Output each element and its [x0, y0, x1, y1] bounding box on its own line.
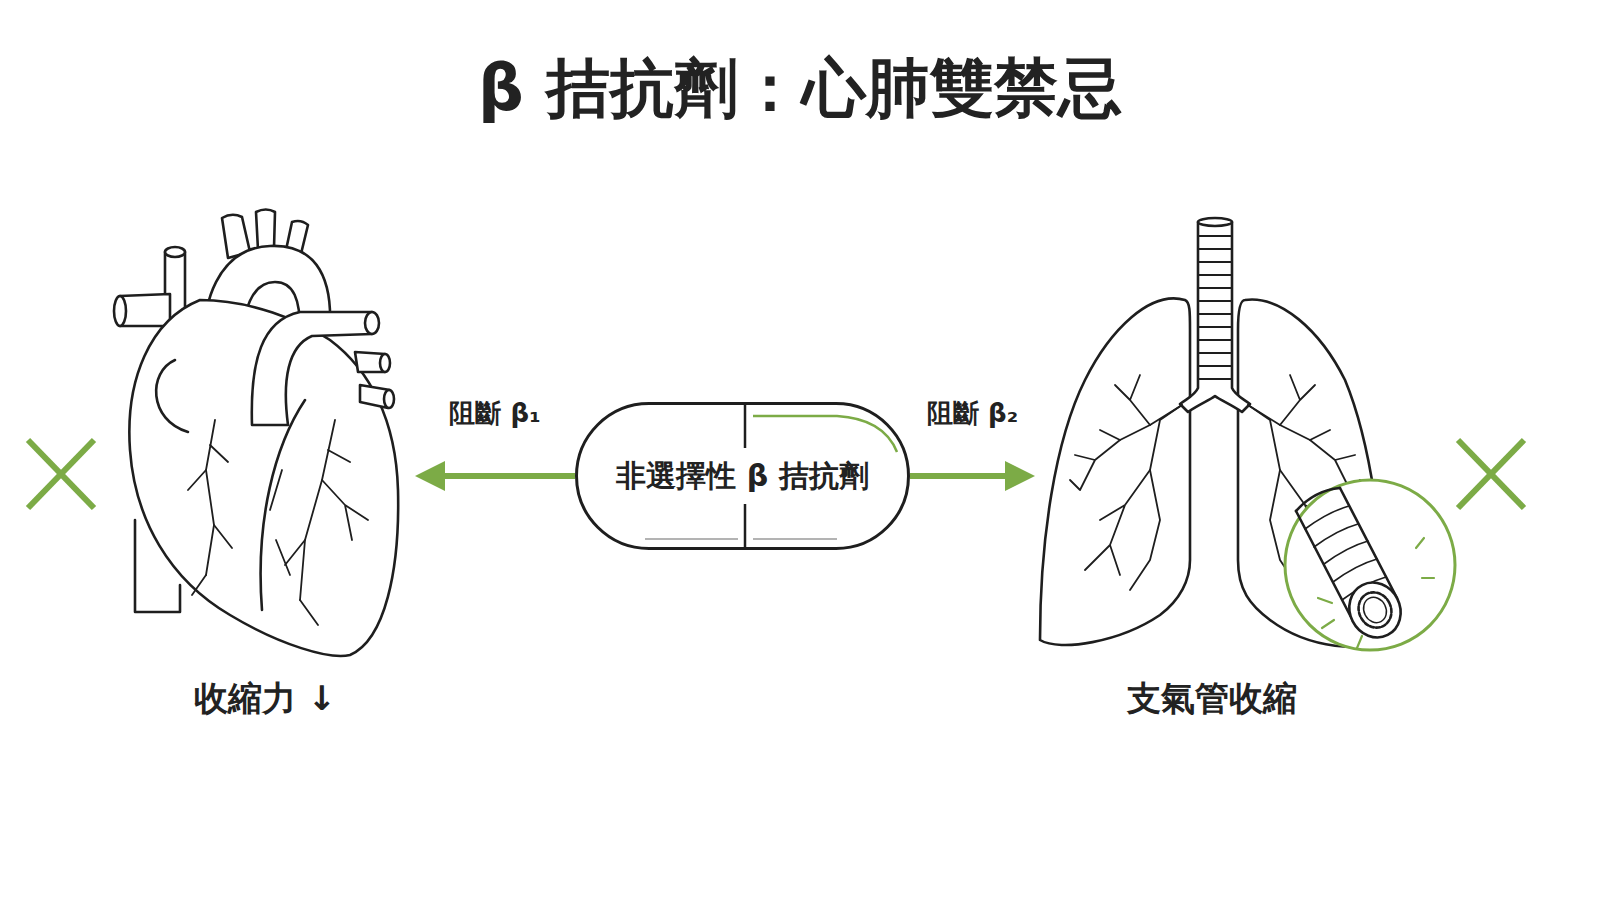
lungs-illustration	[1180, 222, 1250, 412]
heart-illustration	[256, 210, 275, 251]
coronary-vessel	[300, 420, 335, 600]
bronchial-tree	[1115, 375, 1150, 425]
bronchial-tree	[1248, 405, 1330, 440]
diagram-title: β 拮抗劑：心肺雙禁忌	[0, 50, 1600, 127]
lungs-illustration	[1198, 218, 1232, 226]
heart-illustration	[252, 312, 372, 425]
magnifier-callout	[1318, 538, 1434, 648]
magnifier-callout	[1285, 480, 1455, 650]
magnifier-callout	[1353, 587, 1398, 634]
heart-illustration	[129, 300, 398, 656]
bronchial-tree	[1100, 405, 1182, 440]
edge-label: 阻斷 β₁	[445, 397, 544, 431]
lungs-illustration	[1040, 298, 1190, 645]
heart-illustration	[120, 294, 170, 326]
cross-mark	[28, 440, 94, 508]
coronary-vessel	[188, 445, 232, 595]
coronary-vessel	[270, 470, 290, 575]
heart-illustration	[365, 312, 379, 334]
lungs-illustration	[1040, 218, 1455, 650]
capsule-outline	[577, 404, 909, 549]
lungs-illustration	[1035, 210, 1460, 672]
heart-illustration	[165, 247, 185, 257]
cross-mark	[28, 440, 94, 508]
heart-illustration	[261, 400, 305, 610]
organ-node: 收縮力 ↓	[115, 205, 415, 728]
capsule-node: 非選擇性 β 拮抗劑	[575, 402, 910, 550]
cross-mark	[1458, 440, 1524, 508]
capsule-highlight	[645, 538, 837, 540]
node-label: 支氣管收縮	[1062, 677, 1362, 720]
heart-illustration	[114, 210, 398, 656]
cross-mark	[1458, 440, 1524, 508]
magnifier-callout	[1340, 574, 1410, 647]
node-label: 非選擇性 β 拮抗劑	[616, 457, 868, 495]
node-label: 收縮力 ↓	[115, 677, 415, 720]
heart-illustration	[380, 354, 390, 372]
magnifier-callout	[1359, 593, 1390, 626]
heart-illustration	[115, 205, 415, 667]
magnifier-callout	[1285, 480, 1455, 650]
bronchial-tree	[1280, 375, 1315, 425]
bronchial-tree	[1130, 470, 1160, 590]
heart-illustration	[384, 390, 394, 408]
bronchial-tree	[1070, 440, 1120, 490]
magnifier-callout	[1296, 488, 1340, 511]
cross-mark	[28, 440, 94, 508]
capsule-highlight	[753, 416, 897, 452]
arrow-connector	[910, 473, 1021, 479]
heart-illustration	[114, 296, 126, 326]
coronary-vessel	[206, 420, 215, 575]
coronary-vessel	[285, 450, 368, 625]
bronchial-tree	[1085, 405, 1182, 575]
arrow-connector	[429, 473, 575, 479]
edge-label: 阻斷 β₂	[923, 397, 1022, 431]
cross-mark	[1458, 440, 1524, 508]
heart-illustration	[156, 360, 188, 432]
organ-node: 支氣管收縮	[1035, 210, 1460, 728]
coronary-vessel	[188, 420, 368, 625]
lungs-illustration	[1198, 236, 1232, 379]
